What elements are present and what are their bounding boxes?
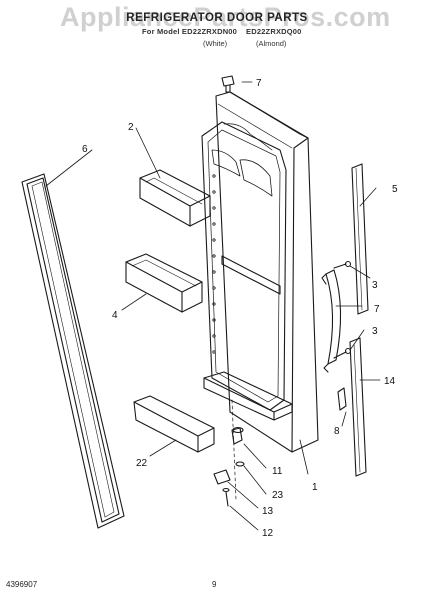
- watermark: AppliancePartsPros.com: [60, 2, 391, 32]
- color-right: (Almond): [256, 39, 287, 48]
- callout-3b: 3: [372, 326, 378, 337]
- door-assembly: [201, 91, 319, 453]
- leader-lines: [45, 81, 381, 531]
- callout-1: 1: [312, 482, 318, 493]
- callout-22: 22: [136, 458, 148, 469]
- hinge-pin: [213, 469, 231, 485]
- callout-4: 4: [112, 310, 118, 321]
- callout-9: 8: [334, 426, 340, 437]
- callout-14: 14: [384, 376, 396, 387]
- door-gasket: [21, 173, 125, 529]
- diagram-title: REFRIGERATOR DOOR PARTS: [126, 12, 308, 24]
- callout-11: 11: [272, 466, 283, 477]
- trim-strip-upper: [351, 163, 369, 315]
- page-number: 9: [212, 580, 217, 589]
- document-number: 4396907: [6, 580, 38, 589]
- upper-door-bin: [139, 169, 211, 227]
- callout-8: 7: [256, 78, 262, 89]
- door-handle: [321, 269, 342, 373]
- callout-12: 12: [262, 528, 274, 539]
- callout-6: 6: [82, 144, 88, 155]
- callout-5: 5: [392, 184, 398, 195]
- handle-screw-upper: [333, 260, 352, 269]
- trim-clip: [337, 387, 347, 411]
- trim-strip-lower: [349, 337, 367, 477]
- handle-screw-lower: [333, 347, 352, 359]
- middle-door-bin: [125, 253, 203, 313]
- callout-13: 13: [262, 506, 274, 517]
- callout-23: 23: [272, 490, 284, 501]
- hinge-screw: [222, 487, 230, 507]
- callout-7: 7: [374, 304, 380, 315]
- callout-3a: 3: [372, 280, 378, 291]
- hinge-washer: [235, 461, 245, 467]
- door-plug-top: [221, 75, 235, 93]
- callout-labels: 7 2 6 5 3 7 3 14 8 4 1 22 11 23 13 12: [82, 78, 398, 539]
- model-left: For Model ED22ZRXDN00: [142, 27, 238, 36]
- assembly-axis: [231, 399, 237, 501]
- model-right: ED22ZRXDQ00: [246, 27, 302, 36]
- callout-2: 2: [128, 122, 134, 133]
- bottom-door-bin: [133, 395, 215, 453]
- color-left: (White): [203, 39, 228, 48]
